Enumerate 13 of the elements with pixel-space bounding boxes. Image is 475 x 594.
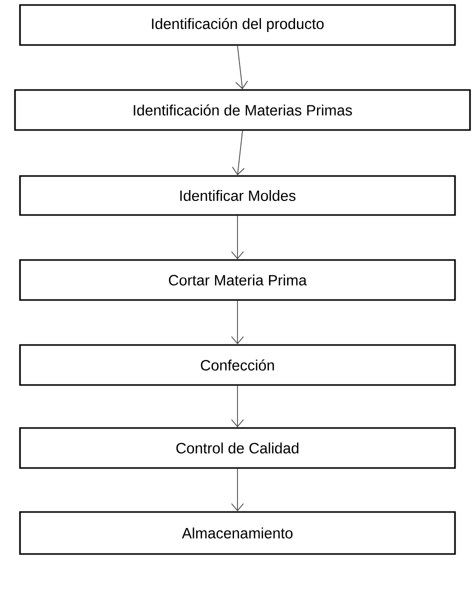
- process-box: Almacenamiento: [19, 511, 456, 555]
- arrow: [235, 45, 248, 90]
- process-box: Confección: [19, 344, 456, 386]
- arrow: [231, 385, 244, 428]
- process-box: Cortar Materia Prima: [19, 259, 456, 301]
- process-box: Identificar Moldes: [19, 175, 456, 216]
- arrow: [231, 468, 244, 512]
- arrow: [232, 130, 245, 176]
- arrow: [231, 215, 244, 260]
- process-box: Identificación del producto: [19, 4, 456, 46]
- process-box: Control de Calidad: [19, 427, 456, 469]
- process-box: Identificación de Materias Primas: [14, 89, 471, 131]
- arrow: [231, 300, 244, 344]
